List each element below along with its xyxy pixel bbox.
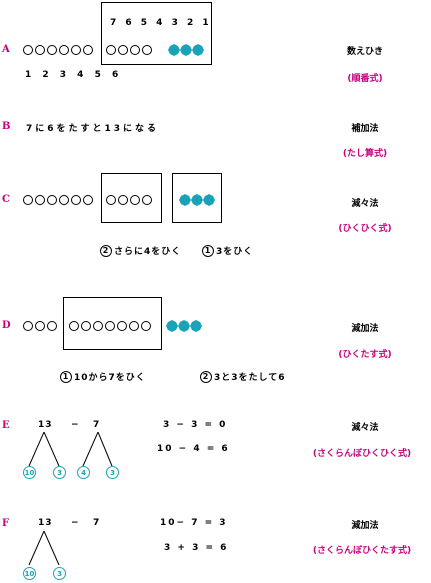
cherry-lines-e bbox=[28, 432, 113, 467]
method-c: 減々法 bbox=[351, 199, 379, 209]
open-circles-c-box bbox=[106, 195, 152, 205]
method-sub-e: (さくらんぼひくひく式) bbox=[312, 449, 412, 459]
count-numbers: 1 2 3 4 5 6 bbox=[25, 70, 123, 80]
row-label-b: B bbox=[2, 121, 11, 132]
method-d: 減加法 bbox=[351, 324, 379, 334]
method-e: 減々法 bbox=[351, 423, 379, 433]
row-label-d: D bbox=[2, 320, 11, 331]
subtrahend-f: 7 bbox=[93, 518, 101, 528]
open-circles-d-box bbox=[69, 321, 151, 331]
method-f: 減加法 bbox=[351, 521, 379, 531]
filled-counters-d bbox=[166, 320, 202, 332]
row-label-a: A bbox=[2, 44, 10, 55]
open-circles-a bbox=[23, 45, 93, 55]
cherry-e-2: 3 bbox=[53, 466, 66, 479]
operator-e: − bbox=[71, 420, 80, 430]
equation-e-1: 3 − 3 = 0 bbox=[163, 420, 228, 430]
cherry-e-4: 3 bbox=[106, 466, 119, 479]
row-label-e: E bbox=[2, 420, 10, 431]
cherry-f-1: 10 bbox=[23, 567, 36, 580]
minuend-e: 13 bbox=[38, 420, 53, 430]
open-circles-c bbox=[23, 195, 93, 205]
minuend-f: 13 bbox=[38, 518, 53, 528]
cherry-f-2: 3 bbox=[53, 567, 66, 580]
open-circles-a-box bbox=[106, 45, 152, 55]
filled-counters-a bbox=[168, 44, 204, 56]
equation-e-2: 10 − 4 = 6 bbox=[157, 444, 230, 454]
method-sub-f: (さくらんぼひくたす式) bbox=[312, 546, 412, 556]
cherry-e-3: 4 bbox=[77, 466, 90, 479]
ten-frame-d bbox=[63, 297, 162, 350]
cherry-e-1: 10 bbox=[23, 466, 36, 479]
subtrahend-e: 7 bbox=[93, 420, 101, 430]
equation-f-2: 3 + 3 = 6 bbox=[164, 543, 229, 553]
row-label-c: C bbox=[2, 194, 10, 205]
method-a: 数えひき bbox=[346, 47, 383, 57]
method-sub-c: (ひくひく式) bbox=[338, 224, 392, 234]
sentence-b: 7に6をたすと13になる bbox=[26, 124, 160, 134]
row-label-f: F bbox=[2, 518, 10, 529]
operator-f: − bbox=[71, 518, 80, 528]
filled-counters-c bbox=[179, 194, 215, 206]
box-c-right bbox=[172, 173, 222, 223]
method-sub-d: (ひくたす式) bbox=[338, 350, 392, 360]
box-c-left bbox=[101, 173, 162, 223]
ten-frame-a bbox=[101, 2, 212, 65]
open-circles-d bbox=[23, 321, 57, 331]
countdown-numbers: 7 6 5 4 3 2 1 bbox=[110, 18, 212, 28]
method-b: 補加法 bbox=[351, 124, 379, 134]
method-sub-a: (順番式) bbox=[347, 74, 383, 84]
method-sub-b: (たし算式) bbox=[342, 149, 388, 159]
cherry-lines-f bbox=[28, 531, 60, 566]
equation-f-1: 10− 7 = 3 bbox=[160, 518, 228, 528]
